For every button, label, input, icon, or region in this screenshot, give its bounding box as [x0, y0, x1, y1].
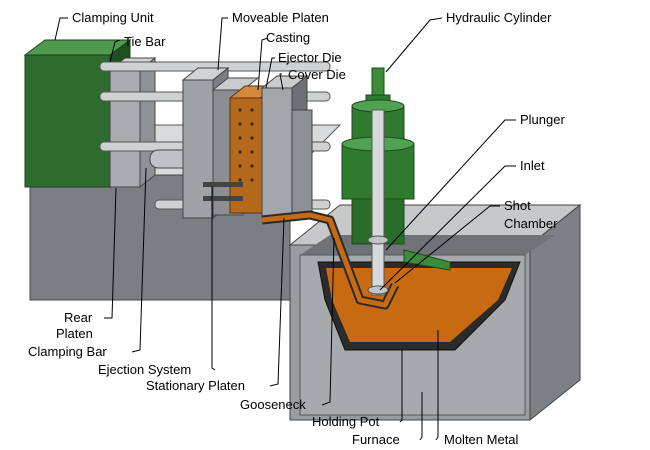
- label-gooseneck: Gooseneck: [240, 397, 306, 412]
- label-shot: Shot: [504, 198, 531, 213]
- label-clamping-unit: Clamping Unit: [72, 10, 154, 25]
- label-stationary-platen: Stationary Platen: [146, 378, 245, 393]
- label-ejector-die: Ejector Die: [278, 50, 342, 65]
- label-hydraulic-cylinder: Hydraulic Cylinder: [446, 10, 552, 25]
- label-chamber: Chamber: [504, 216, 558, 231]
- label-furnace: Furnace: [352, 432, 400, 447]
- label-molten-metal: Molten Metal: [444, 432, 519, 447]
- label-moveable-platen: Moveable Platen: [232, 10, 329, 25]
- label-tie-bar: Tie Bar: [124, 34, 166, 49]
- label-inlet: Inlet: [520, 158, 545, 173]
- label-holding-pot: Holding Pot: [312, 414, 380, 429]
- label-casting: Casting: [266, 30, 310, 45]
- leader-lines: [54, 17, 516, 441]
- rear-platen: [108, 56, 157, 189]
- label-cover-die: Cover Die: [288, 67, 346, 82]
- label-clamping-bar: Clamping Bar: [28, 344, 107, 359]
- stationary-platen: [291, 109, 313, 219]
- plunger: [367, 109, 389, 296]
- holding-pot: [317, 261, 521, 351]
- label-platen: Platen: [56, 326, 93, 341]
- casting: [228, 85, 277, 214]
- labels: Clamping Unit Tie Bar Moveable Platen Ca…: [28, 10, 565, 447]
- label-rear: Rear: [64, 310, 93, 325]
- gooseneck: [261, 210, 400, 310]
- label-plunger: Plunger: [520, 112, 565, 127]
- ejection-system: [203, 182, 243, 201]
- label-ejection-system: Ejection System: [98, 362, 191, 377]
